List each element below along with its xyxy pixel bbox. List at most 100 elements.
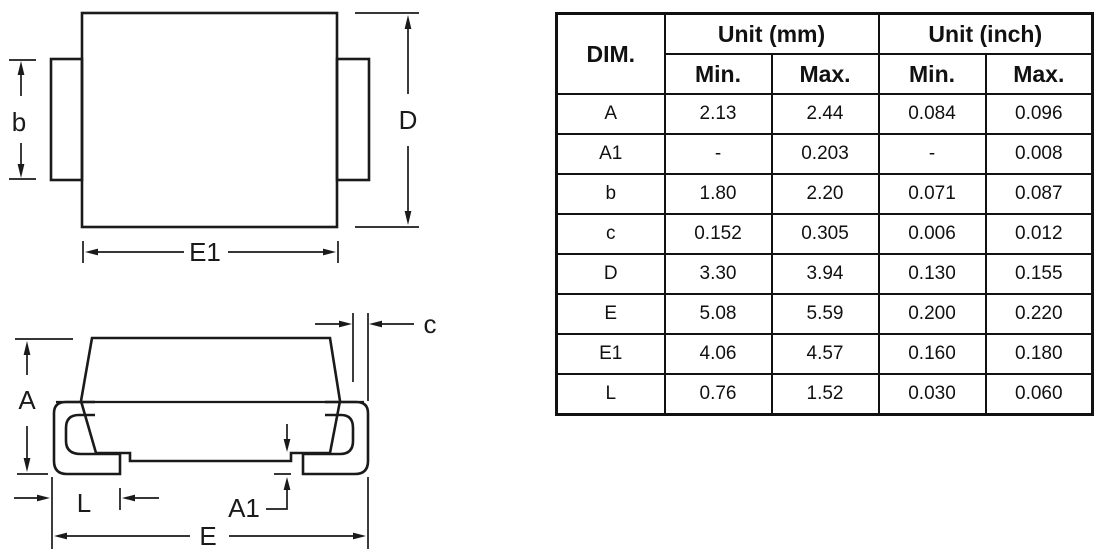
- value-cell: 5.59: [770, 293, 880, 335]
- dim-c-arrow-left-icon: [369, 320, 382, 328]
- value-cell: 0.087: [984, 173, 1094, 215]
- dim-column-header: DIM.: [555, 12, 666, 95]
- side-view-body: [79, 336, 342, 463]
- value-cell: 0.152: [663, 213, 773, 255]
- dim-b-label: b: [12, 107, 26, 137]
- table-row: b 1.80 2.20 0.071 0.087: [555, 173, 1094, 215]
- dim-A1-label: A1: [228, 493, 260, 523]
- side-view-right-lead: [301, 400, 370, 476]
- top-view-right-terminal: [335, 57, 371, 182]
- value-cell: 3.30: [663, 253, 773, 295]
- table-row: L 0.76 1.52 0.030 0.060: [555, 373, 1094, 416]
- dim-E-arrow-left-icon: [54, 532, 67, 540]
- unit-mm-header: Unit (mm): [663, 12, 880, 55]
- value-cell: -: [663, 133, 773, 175]
- value-cell: 0.060: [984, 373, 1094, 416]
- dim-D-label: D: [399, 105, 418, 135]
- unit-inch-header: Unit (inch): [877, 12, 1094, 55]
- dimension-table: DIM. Unit (mm) Unit (inch) Min. Max. Min…: [555, 12, 1095, 416]
- dim-b-arrow-up-icon: [17, 61, 25, 75]
- dim-E1-label: E1: [189, 237, 221, 267]
- value-cell: 1.52: [770, 373, 880, 416]
- inch-max-header: Max.: [984, 53, 1094, 95]
- value-cell: 0.200: [877, 293, 987, 335]
- dim-c-label: c: [424, 309, 437, 339]
- dim-L-arrow-right-icon: [37, 494, 50, 502]
- dim-A-label: A: [18, 385, 36, 415]
- dim-c-arrow-right-icon: [339, 320, 352, 328]
- value-cell: 4.06: [663, 333, 773, 375]
- dim-label-cell: b: [555, 173, 666, 215]
- value-cell: -: [877, 133, 987, 175]
- value-cell: 0.160: [877, 333, 987, 375]
- table-row: E 5.08 5.59 0.200 0.220: [555, 293, 1094, 335]
- dim-D-arrow-down-icon: [404, 211, 412, 225]
- mm-max-header: Max.: [770, 53, 880, 95]
- dimension-L: [14, 488, 159, 510]
- dim-A1-arrow-down-icon: [283, 439, 291, 452]
- dim-E-arrow-right-icon: [353, 532, 366, 540]
- value-cell: 0.030: [877, 373, 987, 416]
- value-cell: 0.006: [877, 213, 987, 255]
- side-view: [52, 336, 370, 476]
- dim-A-arrow-down-icon: [23, 458, 31, 472]
- value-cell: 0.012: [984, 213, 1094, 255]
- dim-label-cell: c: [555, 213, 666, 255]
- value-cell: 0.76: [663, 373, 773, 416]
- value-cell: 0.071: [877, 173, 987, 215]
- table-row: E1 4.06 4.57 0.160 0.180: [555, 333, 1094, 375]
- dim-A1-arrow-up-icon: [283, 477, 291, 490]
- value-cell: 0.180: [984, 333, 1094, 375]
- dim-label-cell: L: [555, 373, 666, 416]
- table-header-row-minmax: Min. Max. Min. Max.: [557, 53, 1094, 95]
- dim-label-cell: D: [555, 253, 666, 295]
- table-row: A1 - 0.203 - 0.008: [555, 133, 1094, 175]
- dim-b-arrow-down-icon: [17, 164, 25, 178]
- value-cell: 2.20: [770, 173, 880, 215]
- value-cell: 0.203: [770, 133, 880, 175]
- table-header-row-groups: DIM. Unit (mm) Unit (inch): [555, 12, 1094, 95]
- value-cell: 1.80: [663, 173, 773, 215]
- value-cell: 4.57: [770, 333, 880, 375]
- value-cell: 0.220: [984, 293, 1094, 335]
- value-cell: 2.44: [770, 93, 880, 135]
- dim-E-label: E: [199, 521, 216, 551]
- dim-L-label: L: [77, 488, 91, 518]
- dim-D-arrow-up-icon: [404, 15, 412, 29]
- dimension-b: [9, 59, 36, 180]
- dim-E1-arrow-right-icon: [323, 248, 336, 256]
- dim-label-cell: E: [555, 293, 666, 335]
- table-row: c 0.152 0.305 0.006 0.012: [555, 213, 1094, 255]
- table-row: A 2.13 2.44 0.084 0.096: [555, 93, 1094, 135]
- dimension-c: [315, 313, 414, 401]
- dimension-A1: [266, 424, 291, 510]
- side-view-left-lead: [52, 400, 122, 476]
- dimension-A: [15, 338, 73, 475]
- mm-min-header: Min.: [663, 53, 773, 95]
- value-cell: 5.08: [663, 293, 773, 335]
- top-view-left-terminal: [49, 57, 84, 182]
- package-outline-drawing: b D E1: [9, 11, 437, 551]
- inch-min-header: Min.: [877, 53, 987, 95]
- dim-label-cell: E1: [555, 333, 666, 375]
- value-cell: 0.305: [770, 213, 880, 255]
- dimension-D: [355, 12, 419, 228]
- value-cell: 0.096: [984, 93, 1094, 135]
- value-cell: 0.008: [984, 133, 1094, 175]
- dim-label-cell: A: [555, 93, 666, 135]
- value-cell: 2.13: [663, 93, 773, 135]
- top-view: [49, 11, 371, 229]
- value-cell: 0.155: [984, 253, 1094, 295]
- dim-A-arrow-up-icon: [23, 341, 31, 355]
- dimension-E1: [82, 241, 339, 263]
- dim-A1-leader: [266, 489, 288, 510]
- value-cell: 0.130: [877, 253, 987, 295]
- dim-label-cell: A1: [555, 133, 666, 175]
- value-cell: 3.94: [770, 253, 880, 295]
- dim-L-arrow-left-icon: [122, 494, 135, 502]
- dim-E1-arrow-left-icon: [85, 248, 98, 256]
- table-row: D 3.30 3.94 0.130 0.155: [555, 253, 1094, 295]
- top-view-body: [80, 11, 339, 229]
- dimension-E: [51, 477, 369, 549]
